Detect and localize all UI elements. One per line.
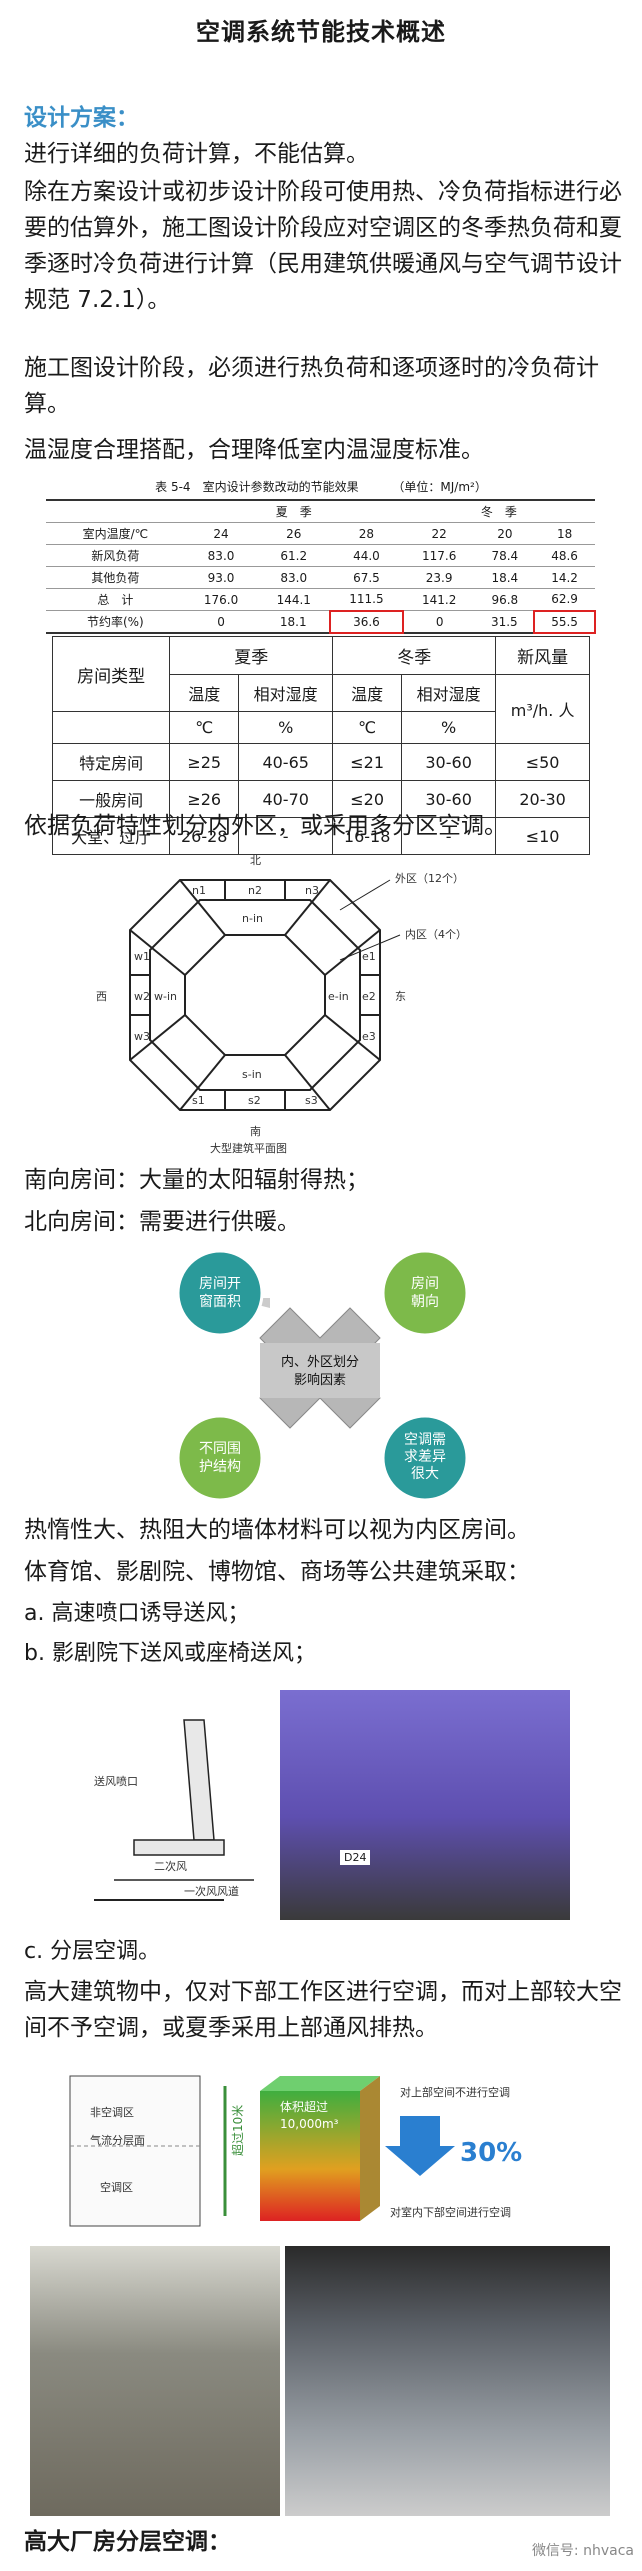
volume-label: 体积超过 bbox=[280, 2099, 328, 2114]
bottom-note: 对室内下部空间进行空调 bbox=[390, 2205, 511, 2219]
factor-orientation: 房间朝向 bbox=[411, 1276, 439, 1310]
paragraph: 施工图设计阶段，必须进行热负荷和逐项逐时的冷负荷计算。 bbox=[24, 355, 599, 417]
svg-text:w3: w3 bbox=[134, 1030, 150, 1043]
east-label: 东 bbox=[395, 990, 406, 1003]
layered-ac-figure: 非空调区 气流分层面 空调区 超过10米 体积超过 10,000m³ 对上部空间… bbox=[69, 2075, 522, 2227]
paragraph: 高大建筑物中，仅对下部工作区进行空调，而对上部较大空间不予空调，或夏季采用上部通… bbox=[24, 1979, 622, 2041]
highlight-cell: 36.6 bbox=[329, 609, 404, 634]
paragraph: b. 影剧院下送风或座椅送风； bbox=[24, 1641, 316, 1666]
factor-window-area: 房间开窗面积 bbox=[199, 1276, 241, 1310]
winter-header: 冬季 bbox=[332, 636, 497, 675]
outer-zone-label: 外区（12个） bbox=[395, 872, 464, 885]
figure-caption: 大型建筑平面图 bbox=[210, 1141, 287, 1155]
svg-text:s1: s1 bbox=[192, 1094, 205, 1107]
south-label: 南 bbox=[250, 1125, 261, 1138]
svg-text:n1: n1 bbox=[192, 884, 206, 897]
stratified-plane: 气流分层面 bbox=[90, 2133, 145, 2147]
saving-value: 30% bbox=[460, 2138, 522, 2168]
volume-value: 10,000m³ bbox=[280, 2117, 339, 2131]
factor-envelope: 不同围护结构 bbox=[199, 1441, 241, 1475]
paragraph: a. 高速喷口诱导送风； bbox=[24, 1601, 250, 1626]
fresh-air-header: 新风量 bbox=[495, 636, 590, 675]
paragraph: 进行详细的负荷计算，不能估算。 bbox=[24, 141, 369, 167]
paragraph: 北向房间：需要进行供暖。 bbox=[24, 1209, 300, 1235]
svg-text:s-in: s-in bbox=[242, 1068, 262, 1081]
top-note: 对上部空间不进行空调 bbox=[400, 2085, 510, 2099]
height-label: 超过10米 bbox=[230, 2105, 245, 2156]
non-ac-zone: 非空调区 bbox=[90, 2105, 134, 2119]
page-title: 空调系统节能技术概述 bbox=[196, 18, 446, 46]
factors-center-text: 内、外区划分影响因素 bbox=[281, 1354, 359, 1388]
north-label: 北 bbox=[250, 854, 261, 867]
west-label: 西 bbox=[96, 990, 107, 1003]
ac-zone: 空调区 bbox=[100, 2180, 133, 2194]
summer-header: 夏季 bbox=[169, 636, 334, 675]
paragraph: 高大厂房分层空调： bbox=[24, 2529, 231, 2555]
paragraph: 依据负荷特性划分内外区，或采用多分区空调。 bbox=[24, 813, 507, 839]
table-caption: 表 5-4 室内设计参数改动的节能效果 bbox=[155, 480, 359, 494]
svg-text:e1: e1 bbox=[362, 950, 376, 963]
seat-supply-diagram: 送风喷口 二次风 一次风风道 bbox=[94, 1719, 254, 1901]
factory-photo-right bbox=[285, 2246, 610, 2516]
paragraph: 除在方案设计或初步设计阶段可使用热、冷负荷指标进行必要的估算外，施工图设计阶段应… bbox=[24, 179, 622, 313]
nozzle-label: 送风喷口 bbox=[94, 1774, 138, 1788]
svg-text:s2: s2 bbox=[248, 1094, 261, 1107]
paragraph: 温湿度合理搭配，合理降低室内温湿度标准。 bbox=[24, 437, 484, 463]
svg-text:s3: s3 bbox=[305, 1094, 318, 1107]
svg-text:w2: w2 bbox=[134, 990, 150, 1003]
seat-photo: D24 bbox=[280, 1690, 570, 1920]
paragraph: 南向房间：大量的太阳辐射得热； bbox=[24, 1167, 369, 1193]
factory-photo-left bbox=[30, 2246, 280, 2516]
highlight-cell: 55.5 bbox=[533, 609, 596, 634]
svg-text:e3: e3 bbox=[362, 1030, 376, 1043]
winter-header: 冬 季 bbox=[402, 500, 595, 523]
inner-zone-label: 内区（4个） bbox=[405, 927, 467, 941]
secondary-air-label: 二次风 bbox=[154, 1859, 187, 1873]
table-unit: （单位：MJ/m²） bbox=[392, 480, 487, 494]
section-heading: 设计方案： bbox=[24, 105, 139, 131]
zone-floor-plan: 北 南 西 东 n1 n2 n3 e1 e2 e3 s1 s2 s3 w1 w2… bbox=[96, 854, 467, 1155]
svg-text:e-in: e-in bbox=[328, 990, 349, 1003]
energy-table: 表 5-4 室内设计参数改动的节能效果 （单位：MJ/m²） 夏 季 冬 季 室… bbox=[46, 478, 596, 634]
svg-text:n-in: n-in bbox=[242, 912, 263, 925]
zoning-factors-diagram: 内、外区划分影响因素 房间开窗面积 房间朝向 不同围护结构 空调需求差异很大 bbox=[176, 1249, 469, 1502]
factor-demand: 空调需求差异很大 bbox=[404, 1432, 446, 1482]
seat-tag: D24 bbox=[340, 1850, 371, 1865]
paragraph: c. 分层空调。 bbox=[24, 1939, 161, 1964]
svg-text:n2: n2 bbox=[248, 884, 262, 897]
summer-header: 夏 季 bbox=[184, 500, 403, 523]
paragraph: 体育馆、影剧院、博物馆、商场等公共建筑采取： bbox=[24, 1559, 530, 1585]
svg-text:w1: w1 bbox=[134, 950, 150, 963]
svg-text:w-in: w-in bbox=[154, 990, 177, 1003]
paragraph: 热惰性大、热阻大的墙体材料可以视为内区房间。 bbox=[24, 1517, 530, 1543]
wechat-watermark: 微信号: nhvaca bbox=[531, 2543, 634, 2559]
svg-text:n3: n3 bbox=[305, 884, 319, 897]
svg-text:e2: e2 bbox=[362, 990, 376, 1003]
primary-duct-label: 一次风风道 bbox=[184, 1884, 239, 1898]
room-type-header: 房间类型 bbox=[51, 636, 171, 712]
